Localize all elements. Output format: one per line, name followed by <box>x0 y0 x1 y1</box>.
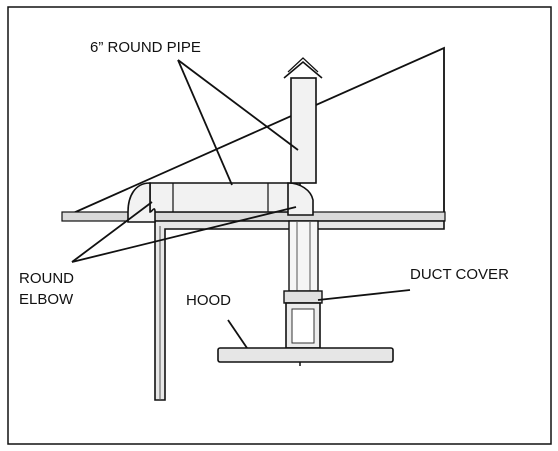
wall-soffit <box>154 220 445 401</box>
label-round-elbow-line1: ROUND <box>19 270 74 287</box>
leader-pipe-horizontal <box>177 59 233 186</box>
label-round-pipe: 6” ROUND PIPE <box>90 39 201 56</box>
leader-elbow-right <box>71 206 297 263</box>
ceiling-joist <box>61 211 446 222</box>
hood-canopy <box>217 347 394 363</box>
roof-cap-inner <box>287 57 319 73</box>
label-hood: HOOD <box>186 292 231 309</box>
duct-cover-top <box>283 290 323 304</box>
left-round-elbow <box>127 182 156 223</box>
lower-duct <box>288 220 319 292</box>
label-round-elbow-line2: ELBOW <box>19 291 74 308</box>
roof-cap <box>283 60 323 79</box>
vertical-round-pipe <box>290 77 317 184</box>
leader-pipe-vertical <box>177 59 299 151</box>
label-duct-cover: DUCT COVER <box>410 266 509 283</box>
duct-cover-inner <box>291 308 315 344</box>
leader-elbow-left <box>71 201 153 263</box>
leader-duct-cover <box>317 289 411 301</box>
leader-hood <box>227 319 248 349</box>
